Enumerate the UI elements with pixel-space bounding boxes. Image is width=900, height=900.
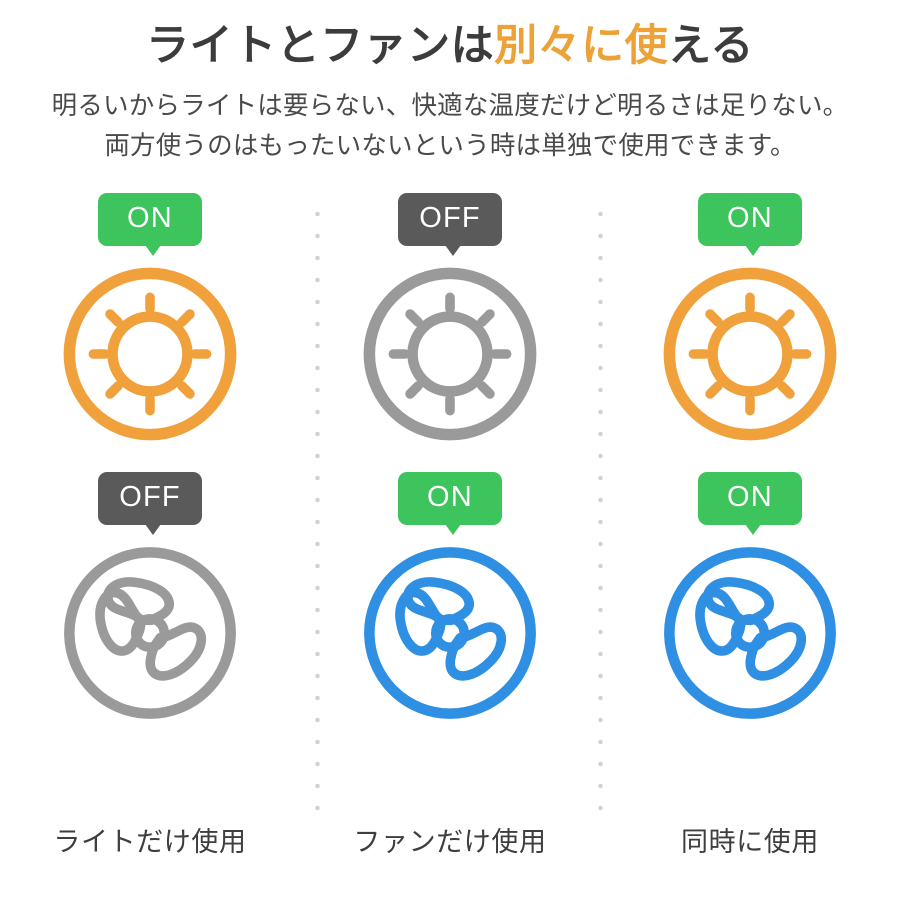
caption-cell-fan-only: ファンだけ使用 bbox=[300, 826, 600, 857]
fan-status-cell-light-only: OFF bbox=[0, 471, 300, 729]
status-badge-label: OFF bbox=[419, 201, 481, 234]
badge-holder: OFF bbox=[98, 471, 202, 535]
fan-icon bbox=[364, 546, 536, 719]
page-title: ライトとファンは別々に使える bbox=[0, 22, 900, 70]
fan-status-cell-both: ON bbox=[600, 471, 900, 729]
subtitle-line-1: 明るいからライトは要らない、快適な温度だけど明るさは足りない。 bbox=[51, 92, 849, 121]
light-status-cell-both: ON bbox=[600, 192, 900, 450]
title-text-before: ライトとファンは bbox=[146, 22, 495, 70]
caption-fan-only: ファンだけ使用 bbox=[353, 826, 547, 857]
column-divider-2 bbox=[598, 202, 603, 815]
title-text-highlight: 別々に使 bbox=[494, 22, 669, 70]
subtitle: 明るいからライトは要らない、快適な温度だけど明るさは足りない。 両方使うのはもっ… bbox=[0, 86, 900, 167]
caption-cell-light-only: ライトだけ使用 bbox=[0, 826, 300, 857]
column-divider-1 bbox=[315, 202, 320, 815]
status-badge-label: ON bbox=[727, 480, 773, 513]
fan-status-cell-fan-only: ON bbox=[300, 471, 600, 729]
caption-cell-both: 同時に使用 bbox=[600, 826, 900, 857]
header: ライトとファンは別々に使える 明るいからライトは要らない、快適な温度だけど明るさ… bbox=[0, 0, 900, 167]
column-light-only: ON bbox=[0, 192, 300, 823]
light-icon bbox=[363, 267, 537, 441]
caption-light-only: ライトだけ使用 bbox=[53, 826, 247, 857]
light-status-cell-light-only: ON bbox=[0, 192, 300, 450]
status-badge-label: ON bbox=[727, 201, 773, 234]
caption-both: 同時に使用 bbox=[681, 826, 819, 857]
caption-row: ライトだけ使用 ファンだけ使用 同時に使用 bbox=[0, 826, 900, 857]
status-badge-fan-off[interactable]: OFF bbox=[98, 471, 202, 535]
light-status-cell-fan-only: OFF bbox=[300, 192, 600, 450]
status-badge-fan-on[interactable]: ON bbox=[398, 471, 502, 535]
column-both: ON bbox=[600, 192, 900, 823]
light-icon bbox=[663, 267, 837, 441]
title-text-after: える bbox=[668, 22, 754, 70]
fan-icon bbox=[664, 546, 836, 719]
badge-holder: OFF bbox=[398, 192, 502, 256]
subtitle-line-2: 両方使うのはもったいないという時は単独で使用できます。 bbox=[104, 132, 796, 161]
badge-holder: ON bbox=[98, 192, 202, 256]
status-badge-light-off[interactable]: OFF bbox=[398, 192, 502, 256]
status-badge-fan-on[interactable]: ON bbox=[698, 471, 802, 535]
light-icon bbox=[63, 267, 237, 441]
fan-icon bbox=[64, 546, 236, 719]
comparison-grid: ON bbox=[0, 192, 900, 823]
status-badge-label: ON bbox=[427, 480, 473, 513]
badge-holder: ON bbox=[698, 471, 802, 535]
column-fan-only: OFF bbox=[300, 192, 600, 823]
status-badge-label: ON bbox=[127, 201, 173, 234]
status-badge-label: OFF bbox=[119, 480, 181, 513]
status-badge-light-on[interactable]: ON bbox=[698, 192, 802, 256]
status-badge-light-on[interactable]: ON bbox=[98, 192, 202, 256]
badge-holder: ON bbox=[698, 192, 802, 256]
badge-holder: ON bbox=[398, 471, 502, 535]
